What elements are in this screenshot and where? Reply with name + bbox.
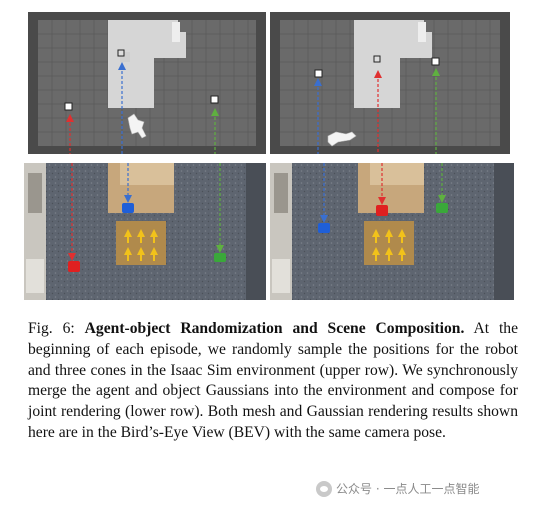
panel-mesh-right bbox=[270, 12, 510, 154]
cone-blue bbox=[122, 203, 134, 213]
arrow-markers bbox=[124, 229, 158, 261]
mesh-render-right bbox=[270, 12, 510, 154]
cone-green bbox=[214, 253, 226, 262]
gaussian-render-left bbox=[24, 163, 266, 300]
cone-red bbox=[68, 261, 80, 272]
figure-6 bbox=[24, 12, 514, 300]
gaussian-render-right bbox=[270, 163, 514, 300]
robot-icon bbox=[327, 131, 357, 147]
caption-label: Fig. 6: bbox=[28, 320, 75, 337]
cone-red bbox=[376, 205, 388, 216]
panel-mesh-left bbox=[28, 12, 266, 154]
figure-caption: Fig. 6: Agent-object Randomization and S… bbox=[28, 319, 518, 444]
watermark: 公众号 · 一点人工一点智能 bbox=[316, 480, 480, 497]
caption-title: Agent-object Randomization and Scene Com… bbox=[84, 320, 465, 337]
watermark-text: 公众号 · 一点人工一点智能 bbox=[336, 482, 480, 496]
wechat-logo-icon bbox=[316, 480, 332, 497]
cone-blue bbox=[318, 223, 330, 233]
panel-gaussian-right bbox=[270, 163, 514, 300]
robot-icon bbox=[127, 113, 147, 139]
mesh-render-left bbox=[28, 12, 266, 154]
panel-gaussian-left bbox=[24, 163, 266, 300]
cone-green bbox=[436, 203, 448, 213]
caption-body: At the beginning of each episode, we ran… bbox=[28, 320, 518, 441]
arrow-markers bbox=[372, 229, 406, 261]
